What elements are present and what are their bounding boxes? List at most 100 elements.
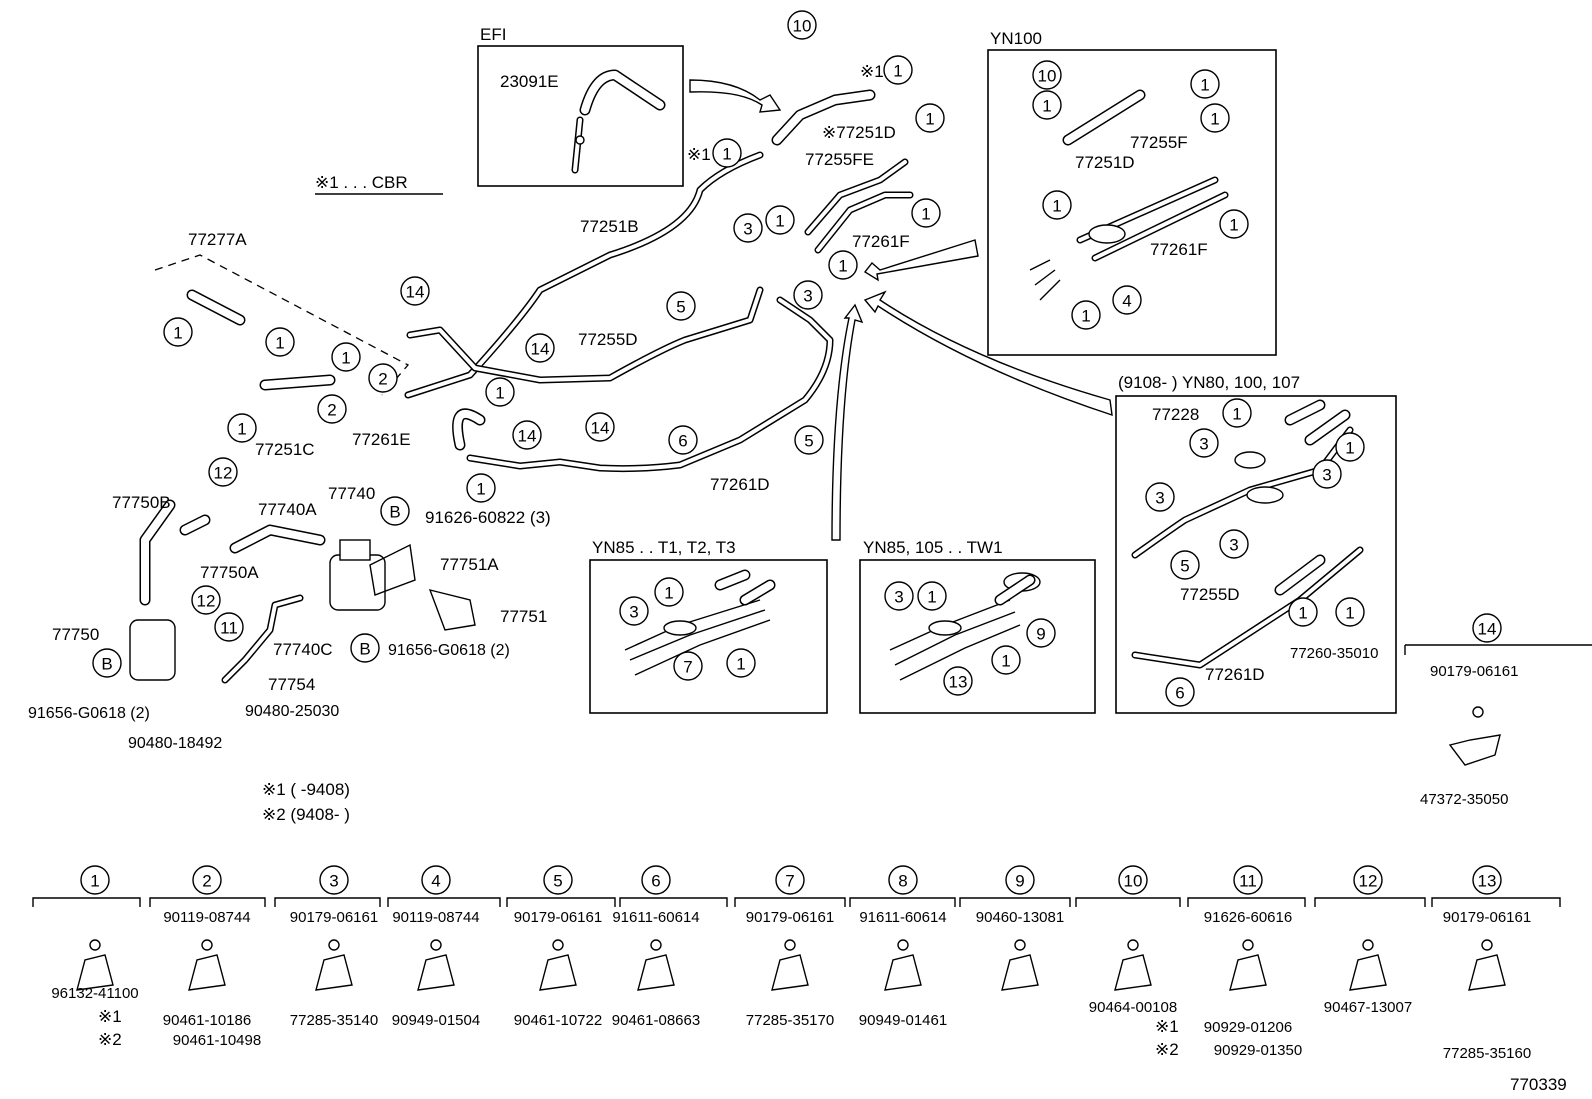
svg-text:14: 14 bbox=[518, 427, 537, 446]
legend-bottom-part: 90461-10722 bbox=[514, 1012, 602, 1029]
label-77251B: 77251B bbox=[580, 217, 639, 236]
svg-text:1: 1 bbox=[736, 655, 745, 674]
callout-1: 1 bbox=[1032, 90, 1062, 120]
main-pipes bbox=[139, 89, 914, 684]
svg-text:7: 7 bbox=[683, 658, 692, 677]
callout-1: 1 bbox=[1190, 69, 1220, 99]
inset-efi-title: EFI bbox=[480, 25, 506, 44]
label-77740A: 77740A bbox=[258, 500, 317, 519]
callout-1: 1 bbox=[1071, 300, 1101, 330]
svg-text:4: 4 bbox=[1122, 292, 1131, 311]
inset-yn85-tw: YN85, 105 . . TW1 bbox=[859, 538, 1096, 714]
legend-star2: ※2 bbox=[98, 1030, 122, 1049]
svg-text:1: 1 bbox=[495, 384, 504, 403]
callout-1: 1 bbox=[1335, 432, 1365, 462]
callout-1: 1 bbox=[883, 55, 913, 85]
callout-b: B bbox=[380, 496, 410, 526]
clamp-legend: 196132-41100※1※2290119-0874490461-101869… bbox=[32, 865, 1561, 1062]
label-90480-18492: 90480-18492 bbox=[128, 735, 222, 752]
svg-text:12: 12 bbox=[214, 464, 233, 483]
svg-text:1: 1 bbox=[1232, 405, 1241, 424]
legend-number: 1 bbox=[90, 872, 99, 891]
callout-3: 3 bbox=[1312, 459, 1342, 489]
canister-parts bbox=[129, 539, 476, 681]
svg-text:3: 3 bbox=[894, 588, 903, 607]
callout-5: 5 bbox=[794, 425, 824, 455]
yn80-label-77260: 77260-35010 bbox=[1290, 645, 1378, 662]
label-14-top: 90179-06161 bbox=[1430, 663, 1518, 680]
callout-6: 6 bbox=[1165, 677, 1195, 707]
inset-yn80-title: (9108- ) YN80, 100, 107 bbox=[1118, 373, 1300, 392]
part-labels: ※1 . . . CBR ※1 ※77251D ※1 77255FE 77261… bbox=[28, 62, 1592, 824]
callout-1: 1 bbox=[765, 205, 795, 235]
legend-top-part: 90179-06161 bbox=[514, 909, 602, 926]
label-77251D-star: ※77251D bbox=[822, 123, 896, 142]
svg-text:1: 1 bbox=[1052, 197, 1061, 216]
svg-text:1: 1 bbox=[1345, 439, 1354, 458]
inset-yn85-t-title: YN85 . . T1, T2, T3 bbox=[592, 538, 736, 557]
label-91626-60822: 91626-60822 (3) bbox=[425, 508, 551, 527]
callout-14: 14 bbox=[400, 276, 430, 306]
callout-14: 14 bbox=[1472, 613, 1502, 643]
callout-12: 12 bbox=[191, 585, 221, 615]
svg-text:5: 5 bbox=[676, 298, 685, 317]
legend-bottom-part: 77285-35140 bbox=[290, 1012, 378, 1029]
legend-number: 9 bbox=[1015, 872, 1024, 891]
label-77750B: 77750B bbox=[112, 493, 171, 512]
legend-top-part: 91626-60616 bbox=[1204, 909, 1292, 926]
callout-14: 14 bbox=[525, 333, 555, 363]
label-77255FE: 77255FE bbox=[805, 150, 874, 169]
label-77255D: 77255D bbox=[578, 330, 638, 349]
callout-1: 1 bbox=[1288, 597, 1318, 627]
yn100-label-77255F: 77255F bbox=[1130, 133, 1188, 152]
callout-3: 3 bbox=[1219, 529, 1249, 559]
date-note-2: ※2 (9408- ) bbox=[262, 805, 350, 824]
svg-text:1: 1 bbox=[1229, 216, 1238, 235]
label-77277A: 77277A bbox=[188, 230, 247, 249]
svg-text:1: 1 bbox=[1200, 76, 1209, 95]
yn100-label-77251D: 77251D bbox=[1075, 153, 1135, 172]
legend-top-part: 90119-08744 bbox=[163, 909, 250, 926]
legend-bottom-part: 90461-10186 bbox=[163, 1012, 251, 1029]
callout-4: 4 bbox=[1112, 285, 1142, 315]
legend-top-part: 90179-06161 bbox=[290, 909, 378, 926]
legend-number: 8 bbox=[898, 872, 907, 891]
svg-text:5: 5 bbox=[804, 432, 813, 451]
svg-text:5: 5 bbox=[1180, 557, 1189, 576]
inset-yn100: YN100 77251D 77255F 77261F bbox=[987, 29, 1277, 356]
legend-bottom-part-2: 90929-01350 bbox=[1214, 1042, 1302, 1059]
yn80-label-77228: 77228 bbox=[1152, 405, 1199, 424]
legend-star2: ※2 bbox=[1155, 1040, 1179, 1059]
svg-text:3: 3 bbox=[1199, 435, 1208, 454]
callout-1: 1 bbox=[331, 342, 361, 372]
svg-text:B: B bbox=[389, 503, 400, 522]
legend-top-part: 90179-06161 bbox=[746, 909, 834, 926]
label-77751A: 77751A bbox=[440, 555, 499, 574]
callout-10: 10 bbox=[1032, 60, 1062, 90]
svg-text:14: 14 bbox=[406, 283, 425, 302]
callout-2: 2 bbox=[368, 363, 398, 393]
callout-1: 1 bbox=[654, 577, 684, 607]
label-77754: 77754 bbox=[268, 675, 315, 694]
legend-number: 10 bbox=[1124, 872, 1143, 891]
svg-text:1: 1 bbox=[1210, 110, 1219, 129]
legend-bottom-part: 90949-01461 bbox=[859, 1012, 947, 1029]
svg-text:1: 1 bbox=[275, 334, 284, 353]
inset-yn85-t: YN85 . . T1, T2, T3 bbox=[589, 538, 828, 714]
callout-1: 1 bbox=[915, 103, 945, 133]
label-77261E: 77261E bbox=[352, 430, 411, 449]
legend-bottom-part: 77285-35170 bbox=[746, 1012, 834, 1029]
legend-number: 7 bbox=[785, 872, 794, 891]
inset-yn80: (9108- ) YN80, 100, 107 77228 77255D 772… bbox=[1115, 373, 1397, 714]
yn80-label-77255D: 77255D bbox=[1180, 585, 1240, 604]
svg-text:3: 3 bbox=[743, 220, 752, 239]
callout-1: 1 bbox=[265, 327, 295, 357]
